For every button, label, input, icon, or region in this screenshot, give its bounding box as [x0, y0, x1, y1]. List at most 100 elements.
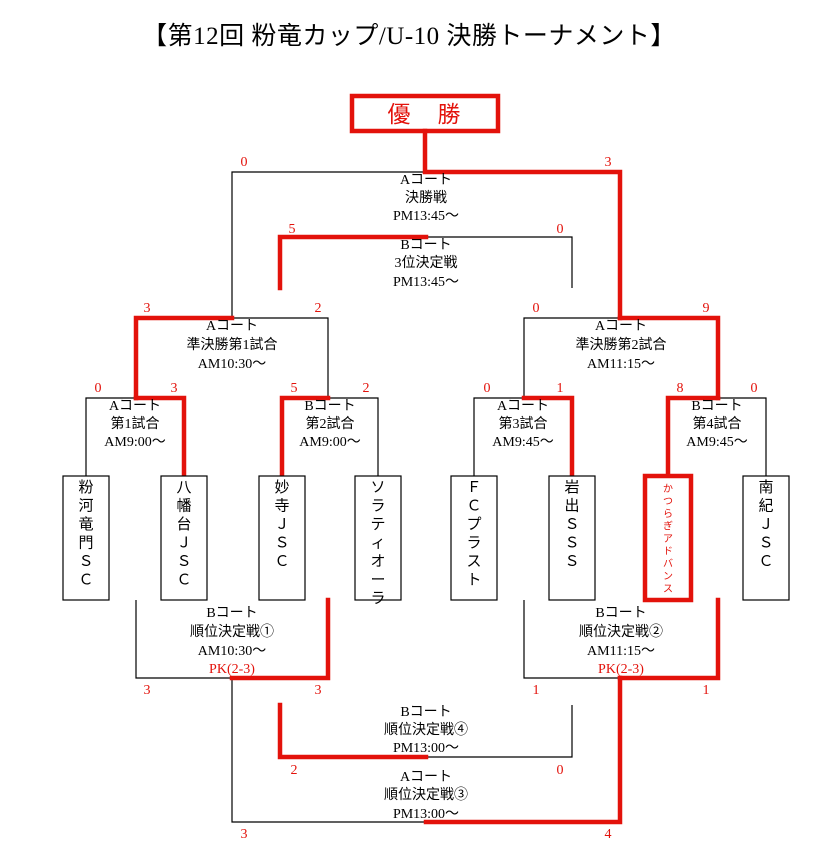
team-name-char: 八	[176, 480, 191, 496]
team-name-char: つ	[663, 497, 673, 508]
score-right: 2	[315, 301, 322, 316]
team-name-char: 門	[78, 536, 93, 552]
match-court: Bコート	[400, 238, 451, 253]
match-time: AM11:15〜	[587, 644, 655, 659]
team-name-char: テ	[370, 517, 385, 533]
score-left: 0	[533, 301, 540, 316]
match-court: Bコート	[691, 399, 742, 414]
match-q4: Bコート 第4試合 AM9:45〜 8 0	[677, 381, 758, 450]
match-time: AM11:15〜	[587, 357, 655, 372]
team-name-char: Ｊ	[176, 536, 191, 552]
team-name-char: 寺	[274, 498, 289, 515]
score-left: 8	[677, 381, 684, 396]
team-name-char: Ｊ	[274, 517, 289, 533]
match-court: Aコート	[109, 399, 161, 414]
team-name-char: ラ	[466, 536, 481, 552]
team-name-char: Ｓ	[274, 536, 289, 552]
match-name: 第4試合	[693, 415, 742, 432]
match-name: 準決勝第2試合	[576, 336, 667, 353]
match-court: Bコート	[400, 705, 451, 720]
score-right: 1	[703, 683, 710, 698]
team-box-frame	[642, 473, 694, 603]
match-name: 順位決定戦①	[190, 624, 274, 640]
team-name-char: ー	[370, 573, 385, 589]
team-name-char: ラ	[370, 591, 385, 607]
match-name: 第3試合	[499, 415, 548, 432]
team-name-char: バ	[663, 558, 673, 570]
match-court: Aコート	[497, 399, 549, 414]
score-left: 3	[144, 301, 151, 316]
team-name-char: 台	[176, 516, 191, 533]
match-court: Bコート	[595, 606, 646, 621]
team-name-char: Ｓ	[564, 554, 579, 570]
team-name-char: 出	[564, 498, 579, 515]
match-name: 第1試合	[111, 415, 160, 432]
team-name-char: ぎ	[663, 520, 673, 533]
score-right: 0	[751, 381, 758, 396]
score-left: 0	[241, 155, 248, 170]
match-place1: Bコート 順位決定戦① AM10:30〜 PK(2-3) 3 3	[144, 606, 322, 698]
score-left: 0	[484, 381, 491, 396]
team-name-char: ラ	[370, 499, 385, 515]
score-left: 5	[289, 222, 296, 237]
match-place3: Aコート 順位決定戦③ PM13:00〜 3 4	[241, 770, 612, 842]
score-right: 0	[557, 222, 564, 237]
match-name: 順位決定戦③	[384, 787, 468, 803]
team-box-frame	[160, 475, 208, 601]
team-name-char: Ｓ	[564, 536, 579, 552]
score-left: 3	[144, 683, 151, 698]
match-time: PM13:00〜	[393, 807, 459, 822]
match-court: Aコート	[595, 319, 647, 334]
match-q1: Aコート 第1試合 AM9:00〜 0 3	[95, 381, 178, 450]
match-court: Aコート	[400, 770, 452, 785]
match-third-place: Bコート 3位決定戦 PM13:45〜 5 0	[289, 222, 564, 290]
team-box-frame	[354, 475, 402, 601]
match-time: AM9:45〜	[686, 435, 747, 450]
team-name-char: オ	[370, 554, 385, 570]
team-name-char: ス	[663, 584, 673, 595]
score-right: 9	[703, 301, 710, 316]
champion-label: 優 勝	[388, 102, 463, 127]
match-time: AM9:45〜	[492, 435, 553, 450]
match-time: AM10:30〜	[198, 644, 266, 659]
match-semi1: Aコート 準決勝第1試合 AM10:30〜 3 2	[144, 301, 322, 372]
score-right: 3	[171, 381, 178, 396]
match-name: 第2試合	[306, 415, 355, 432]
team-name-char: Ｓ	[78, 554, 93, 570]
pk-result: PK(2-3)	[598, 662, 644, 677]
first-round-bracket-lines	[85, 397, 767, 476]
team-name-char: 粉	[78, 479, 93, 496]
score-left: 0	[95, 381, 102, 396]
team-name-char: 妙	[274, 479, 289, 496]
match-semi2: Aコート 準決勝第2試合 AM11:15〜 0 9	[533, 301, 710, 372]
team-name-char: ス	[466, 554, 481, 570]
team-box-frame	[258, 475, 306, 601]
team-name-char: ン	[663, 572, 673, 583]
match-time: PM13:45〜	[393, 209, 459, 224]
match-court: Aコート	[206, 319, 258, 334]
team-name-char: プ	[466, 516, 481, 533]
score-left: 1	[533, 683, 540, 698]
team-box-frame	[62, 475, 110, 601]
match-court: Bコート	[304, 399, 355, 414]
score-right: 3	[315, 683, 322, 698]
score-left: 5	[291, 381, 298, 396]
pk-result: PK(2-3)	[209, 662, 255, 677]
team-name-char: Ｃ	[274, 554, 289, 570]
score-right: 0	[557, 763, 564, 778]
team-name-char: 幡	[176, 498, 191, 515]
winner-paths	[133, 128, 721, 825]
team-boxes: 粉河竜門ＳＣ八幡台ＪＳＣ妙寺ＪＳＣソラティオーラＦＣプラスト岩出ＳＳＳかつらぎア…	[62, 473, 790, 607]
team-name-char: 岩	[564, 479, 579, 496]
match-time: PM13:00〜	[393, 741, 459, 756]
team-name-char: 竜	[78, 516, 93, 533]
match-q2: Bコート 第2試合 AM9:00〜 5 2	[291, 381, 370, 450]
champion-box	[349, 93, 501, 134]
